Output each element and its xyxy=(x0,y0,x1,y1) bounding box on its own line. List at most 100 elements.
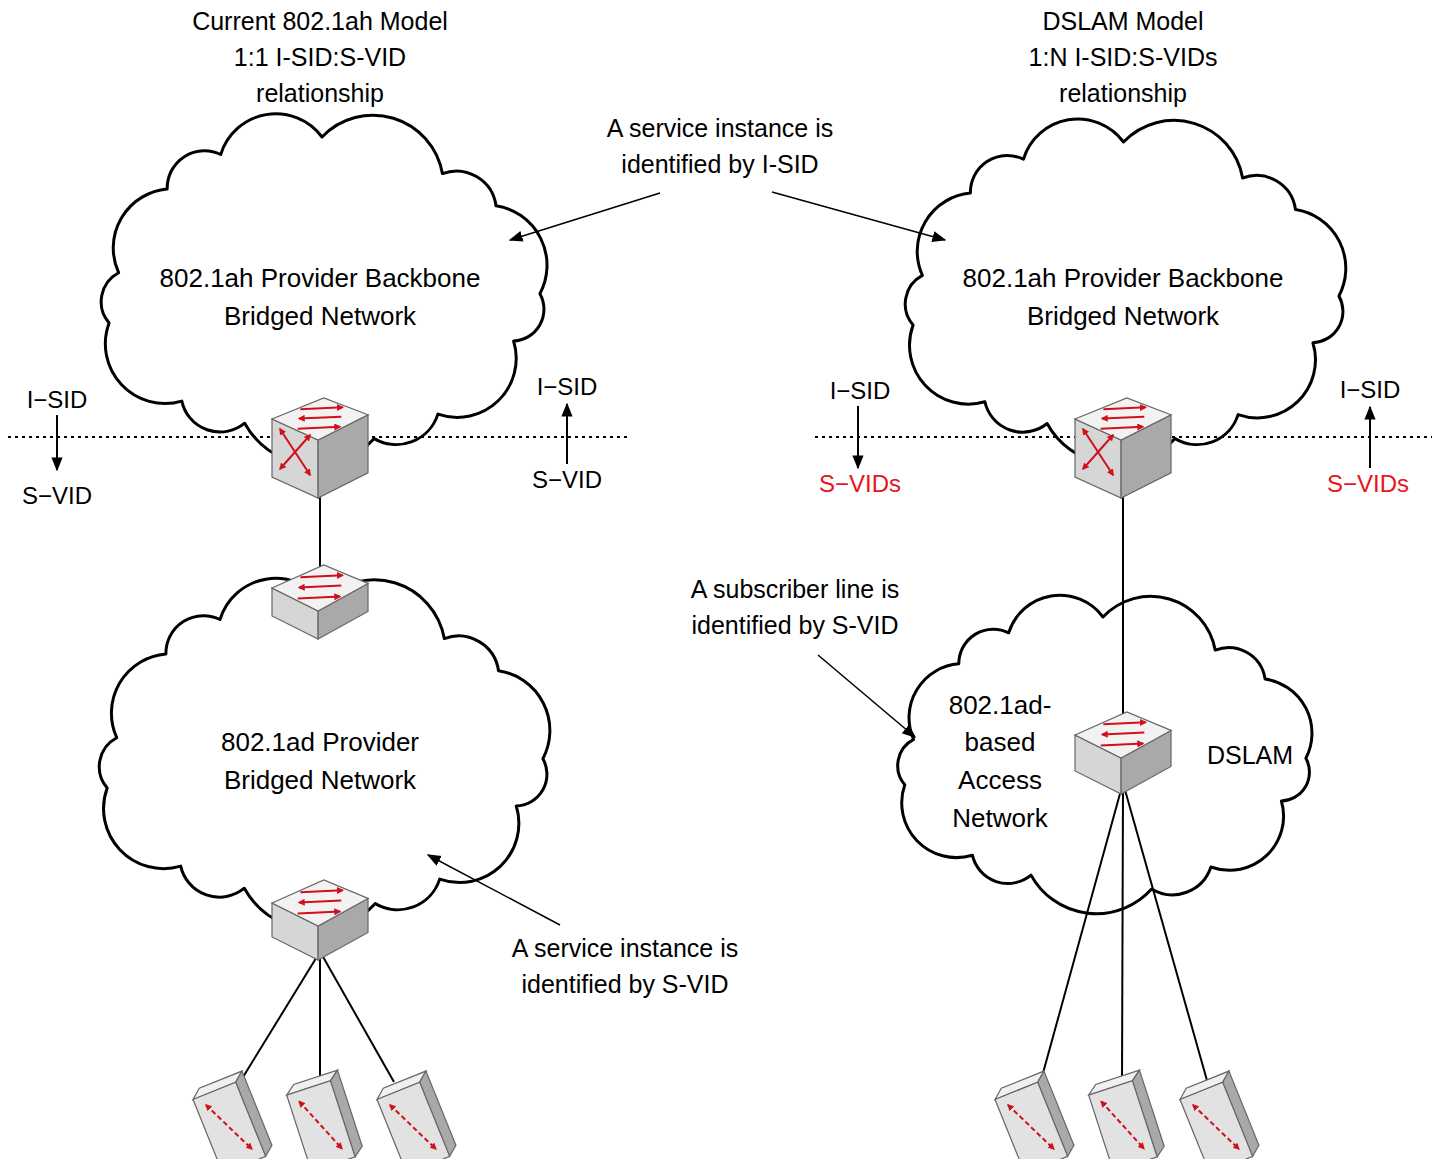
label-slot: I−SID xyxy=(7,383,107,418)
switch-top-face xyxy=(1075,398,1171,440)
callout-note: A subscriber line is identified by S-VID xyxy=(655,571,935,644)
traffic-arrow xyxy=(299,417,341,419)
leader-arrow xyxy=(510,193,660,240)
link-line xyxy=(240,955,318,1082)
traffic-arrow xyxy=(298,597,340,599)
text-slot: 802.1ad Provider Bridged Network xyxy=(195,724,445,799)
model-heading: DSLAM Model 1:N I-SID:S-VIDs relationshi… xyxy=(1023,3,1223,112)
device-front-face xyxy=(377,1082,450,1159)
mapping-arrow xyxy=(56,415,58,470)
subscriber-device-icon xyxy=(374,1071,459,1159)
text-slot: 802.1ad-based Access Network xyxy=(935,687,1065,838)
traffic-arrow xyxy=(1193,1095,1239,1159)
traffic-arrow xyxy=(1101,1093,1144,1156)
subscriber-device-icon xyxy=(1177,1071,1262,1159)
label-slot: DSLAM Model 1:N I-SID:S-VIDs relationshi… xyxy=(1023,3,1223,112)
label-slot: A subscriber line is identified by S-VID xyxy=(655,571,935,644)
traffic-arrow xyxy=(300,575,342,577)
traffic-arrow xyxy=(1083,429,1113,475)
leader-arrow xyxy=(818,655,915,737)
label-slot: A service instance is identified by S-VI… xyxy=(485,930,765,1003)
text-slot: 802.1ah Provider Backbone Bridged Networ… xyxy=(135,260,505,335)
cloud-outline-path xyxy=(898,595,1312,914)
traffic-arrow xyxy=(1103,407,1145,409)
traffic-arrow xyxy=(300,407,342,409)
id-label-red: S−VIDs xyxy=(1313,467,1423,502)
switch-top-face xyxy=(272,398,368,440)
cloud-outline-path xyxy=(101,114,547,465)
label-slot: DSLAM xyxy=(1190,737,1310,773)
switch-icon xyxy=(272,880,368,960)
id-label: I−SID xyxy=(1320,373,1420,408)
network-name: 802.1ah Provider Backbone Bridged Networ… xyxy=(135,260,505,335)
device-name: DSLAM xyxy=(1190,737,1310,773)
callout-note: A service instance is identified by S-VI… xyxy=(485,930,765,1003)
label-slot: S−VID xyxy=(7,479,107,514)
traffic-arrow xyxy=(298,427,340,429)
label-slot: I−SID xyxy=(517,370,617,405)
cloud-outline-path xyxy=(905,119,1346,465)
traffic-arrow xyxy=(1103,722,1145,724)
link-line xyxy=(1122,790,1123,1080)
id-label: I−SID xyxy=(517,370,617,405)
id-label-red: S−VIDs xyxy=(805,467,915,502)
device-front-face xyxy=(1089,1081,1157,1159)
link-line xyxy=(1125,790,1208,1084)
mapping-arrow xyxy=(857,406,859,468)
switch-icon xyxy=(1075,712,1171,794)
link-line xyxy=(319,495,321,575)
network-name: 802.1ad-based Access Network xyxy=(935,687,1065,838)
id-label: S−VID xyxy=(517,463,617,498)
switch-top-face xyxy=(272,880,368,926)
switch-icon xyxy=(272,565,368,639)
label-slot: S−VID xyxy=(517,463,617,498)
id-label: I−SID xyxy=(810,374,910,409)
traffic-arrow xyxy=(1008,1095,1054,1159)
label-slot: I−SID xyxy=(1320,373,1420,408)
model-heading: Current 802.1ah Model 1:1 I-SID:S-VID re… xyxy=(185,3,455,112)
device-front-face xyxy=(287,1081,355,1159)
link-line xyxy=(1122,495,1124,720)
traffic-arrow xyxy=(280,429,310,475)
network-name: 802.1ah Provider Backbone Bridged Networ… xyxy=(938,260,1308,335)
backbone-switch-icon xyxy=(272,398,368,498)
traffic-arrow xyxy=(1101,427,1143,429)
subscriber-device-icon xyxy=(190,1071,275,1159)
callout-note: A service instance is identified by I-SI… xyxy=(570,110,870,183)
traffic-arrow xyxy=(299,901,341,903)
switch-top-face xyxy=(1075,712,1171,758)
traffic-arrow xyxy=(390,1095,436,1159)
traffic-arrow xyxy=(280,435,310,469)
traffic-arrow xyxy=(1083,435,1113,469)
switch-top-face xyxy=(272,565,368,611)
subscriber-device-icon xyxy=(1086,1070,1166,1159)
mapping-arrow xyxy=(1369,407,1371,468)
traffic-arrow xyxy=(206,1095,252,1159)
traffic-arrow xyxy=(299,586,341,588)
mapping-arrow xyxy=(566,404,568,464)
traffic-arrow xyxy=(300,890,342,892)
label-slot: S−VIDs xyxy=(1313,467,1423,502)
traffic-arrow xyxy=(1102,733,1144,735)
id-label: S−VID xyxy=(7,479,107,514)
leader-arrow xyxy=(428,855,560,925)
device-front-face xyxy=(193,1082,266,1159)
link-line xyxy=(1040,790,1121,1084)
label-slot: I−SID xyxy=(810,374,910,409)
backbone-switch-icon xyxy=(1075,398,1171,498)
device-front-face xyxy=(1180,1082,1253,1159)
subscriber-device-icon xyxy=(284,1070,364,1159)
traffic-arrow xyxy=(1102,417,1144,419)
label-slot: S−VIDs xyxy=(805,467,915,502)
link-line xyxy=(322,955,394,1082)
device-front-face xyxy=(995,1082,1068,1159)
label-slot: Current 802.1ah Model 1:1 I-SID:S-VID re… xyxy=(185,3,455,112)
id-label: I−SID xyxy=(7,383,107,418)
network-name: 802.1ad Provider Bridged Network xyxy=(195,724,445,799)
text-slot: 802.1ah Provider Backbone Bridged Networ… xyxy=(938,260,1308,335)
traffic-arrow xyxy=(1101,744,1143,746)
traffic-arrow xyxy=(298,912,340,914)
subscriber-device-icon xyxy=(992,1071,1077,1159)
label-slot: A service instance is identified by I-SI… xyxy=(570,110,870,183)
